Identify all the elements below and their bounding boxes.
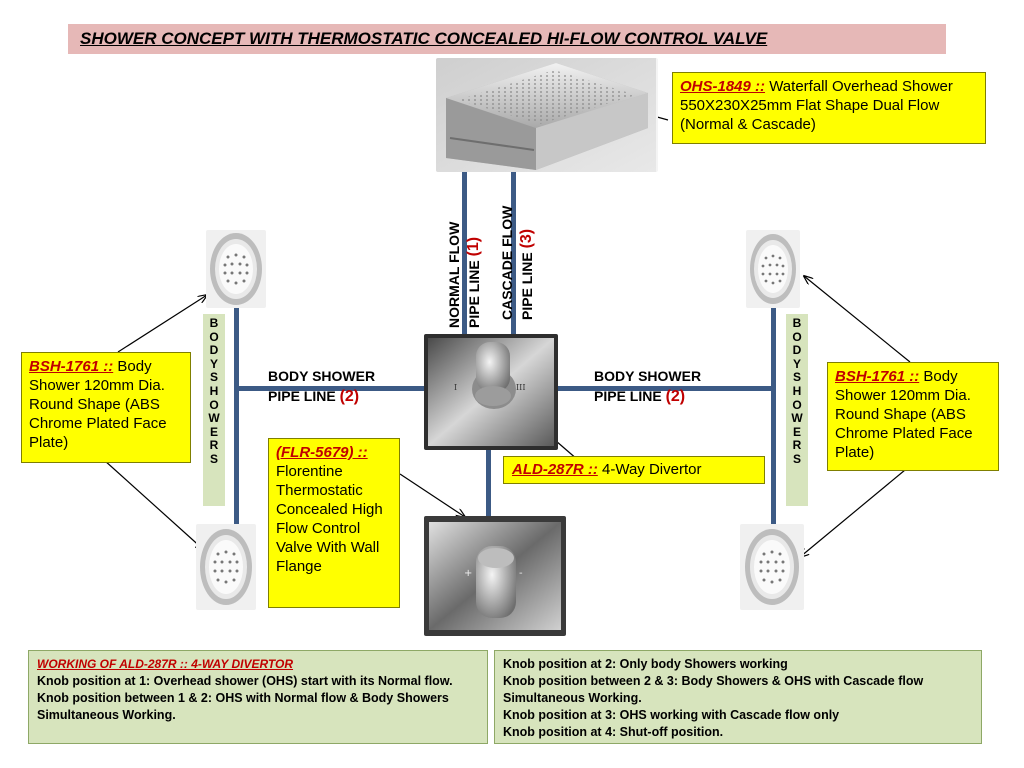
body-shower-left-description: Body Shower 120mm Dia. Round Shape (ABS … xyxy=(29,358,167,451)
working-left-line-1: Knob position at 1: Overhead shower (OHS… xyxy=(37,674,453,688)
pipe-label-left-line1: BODY SHOWER xyxy=(268,368,376,384)
thermostatic-valve-image: + - xyxy=(424,516,566,636)
cascade-flow-line2: PIPE LINE xyxy=(519,252,535,320)
pipe-label-left-line2: PIPE LINE xyxy=(268,388,336,404)
normal-flow-line1: NORMAL FLOW xyxy=(446,221,462,328)
overhead-shower-callout: OHS-1849 :: Waterfall Overhead Shower 55… xyxy=(672,72,986,144)
working-notes-right: Knob position at 2: Only body Showers wo… xyxy=(494,650,982,744)
arrow-left-bottom xyxy=(103,459,204,550)
cascade-flow-number: (3) xyxy=(518,228,535,249)
working-left-line-2: Knob position between 1 & 2: OHS with No… xyxy=(37,691,449,722)
body-shower-left-top-image xyxy=(206,230,266,308)
working-right-line-3: Knob position at 3: OHS working with Cas… xyxy=(503,708,840,722)
pipe-cascade-flow xyxy=(511,170,516,338)
arrow-right-top xyxy=(804,276,911,363)
valve-description: Florentine Thermostatic Concealed High F… xyxy=(276,463,383,575)
svg-text:+: + xyxy=(464,568,472,579)
working-right-line-2: Knob position between 2 & 3: Body Shower… xyxy=(503,674,924,705)
body-shower-left-callout: BSH-1761 :: Body Shower 120mm Dia. Round… xyxy=(21,352,191,463)
normal-flow-number: (1) xyxy=(465,236,482,257)
working-right-line-1: Knob position at 2: Only body Showers wo… xyxy=(503,657,788,671)
pipe-label-right-line1: BODY SHOWER xyxy=(594,368,702,384)
body-shower-left-bottom-image xyxy=(196,524,256,610)
pipe-left-horizontal xyxy=(236,386,426,391)
pipe-label-right-line2: PIPE LINE xyxy=(594,388,662,404)
cascade-flow-line1: CASCADE FLOW xyxy=(499,205,515,320)
normal-flow-line2: PIPE LINE xyxy=(466,260,482,328)
overhead-shower-image xyxy=(436,58,658,172)
pipe-label-left: BODY SHOWER PIPE LINE (2) xyxy=(268,366,375,407)
body-shower-right-code: BSH-1761 :: xyxy=(835,368,920,385)
valve-code: (FLR-5679) :: xyxy=(276,444,368,461)
normal-flow-label: NORMAL FLOW PIPE LINE (1) xyxy=(444,188,484,328)
body-shower-left-code: BSH-1761 :: xyxy=(29,358,114,375)
pipe-right-horizontal xyxy=(556,386,774,391)
svg-text:I: I xyxy=(454,383,457,392)
svg-text:III: III xyxy=(516,383,525,392)
pipe-valve-to-divertor xyxy=(486,448,491,518)
arrow-left-top xyxy=(117,295,207,353)
valve-callout: (FLR-5679) :: Florentine Thermostatic Co… xyxy=(268,438,400,608)
pipe-normal-flow xyxy=(462,170,467,338)
body-shower-right-top-image xyxy=(746,230,800,308)
overhead-code: OHS-1849 :: xyxy=(680,78,766,95)
overhead-description: Waterfall Overhead Shower 550X230X25mm F… xyxy=(680,78,953,133)
pipe-right-body xyxy=(771,250,776,575)
working-right-line-4: Knob position at 4: Shut-off position. xyxy=(503,725,724,739)
pipe-label-left-number: (2) xyxy=(339,388,360,405)
working-heading: WORKING OF ALD-287R :: 4-WAY DIVERTOR xyxy=(37,657,294,671)
body-shower-right-bottom-image xyxy=(740,524,804,610)
arrow-right-bottom xyxy=(800,469,906,557)
working-notes-left: WORKING OF ALD-287R :: 4-WAY DIVERTOR Kn… xyxy=(28,650,488,744)
pipe-label-right-number: (2) xyxy=(665,388,686,405)
divertor-code: ALD-287R :: xyxy=(512,461,598,478)
body-shower-right-description: Body Shower 120mm Dia. Round Shape (ABS … xyxy=(835,368,973,461)
cascade-flow-label: CASCADE FLOW PIPE LINE (3) xyxy=(497,180,537,320)
pipe-label-right: BODY SHOWER PIPE LINE (2) xyxy=(594,366,701,407)
divertor-callout: ALD-287R :: 4-Way Divertor xyxy=(503,456,765,484)
arrow-valve xyxy=(399,473,465,517)
svg-text:-: - xyxy=(519,568,523,579)
body-shower-right-callout: BSH-1761 :: Body Shower 120mm Dia. Round… xyxy=(827,362,999,471)
pipe-left-body xyxy=(234,250,239,575)
divertor-description: 4-Way Divertor xyxy=(602,461,702,478)
page-title: SHOWER CONCEPT WITH THERMOSTATIC CONCEAL… xyxy=(80,29,768,48)
divertor-image: I III xyxy=(424,334,558,450)
title-bar xyxy=(68,24,946,54)
